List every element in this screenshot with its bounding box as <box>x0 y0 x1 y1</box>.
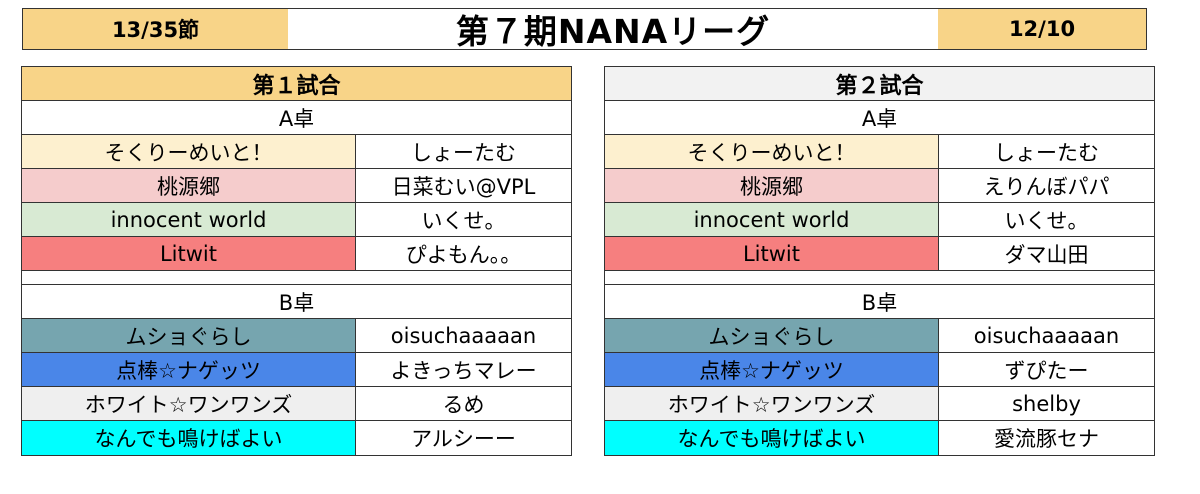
round-label: 13/35節 <box>23 9 288 49</box>
spacer-row <box>605 271 1154 285</box>
team-name: ムショぐらし <box>605 319 939 352</box>
team-name: Litwit <box>605 237 939 270</box>
table-name: B卓 <box>861 290 898 315</box>
player-name: ぴよもん。。 <box>405 242 522 267</box>
player-name: ダマ山田 <box>1004 242 1089 267</box>
match-1-table: 第１試合 A卓 そくりーめいと！ しょーたむ 桃源郷 日菜むい@VPL inno… <box>21 66 572 456</box>
table-row: 桃源郷 えりんぼパパ <box>605 169 1154 203</box>
player-name: しょーたむ <box>994 140 1099 165</box>
player-name: 愛流豚セナ <box>994 427 1099 451</box>
table-row: 桃源郷 日菜むい@VPL <box>22 169 571 203</box>
player-name: oisuchaaaaan <box>973 323 1120 348</box>
match-title: 第１試合 <box>252 73 341 99</box>
spacer-row <box>22 271 571 285</box>
team-name: Litwit <box>22 237 356 270</box>
table-row: innocent world いくせ。 <box>22 203 571 237</box>
team-name: そくりーめいと！ <box>22 135 356 168</box>
team-name: なんでも鳴けばよい <box>605 421 939 455</box>
match-2-table: 第２試合 A卓 そくりーめいと！ しょーたむ 桃源郷 えりんぼパパ innoce… <box>604 66 1155 456</box>
player-name: よきっちマレー <box>390 358 537 383</box>
table-row: 点棒☆ナゲッツ ずぴたー <box>605 353 1154 387</box>
player-name: しょーたむ <box>411 140 516 165</box>
player-name: ずぴたー <box>1004 358 1089 383</box>
player-name: oisuchaaaaan <box>390 323 537 348</box>
table-a-header: A卓 <box>605 101 1154 135</box>
table-row: そくりーめいと！ しょーたむ <box>22 135 571 169</box>
table-b-header: B卓 <box>605 285 1154 319</box>
table-row: ホワイト☆ワンワンズ るめ <box>22 387 571 421</box>
player-name: いくせ。 <box>421 208 506 233</box>
team-name: 桃源郷 <box>605 169 939 202</box>
player-name: 日菜むい@VPL <box>391 174 536 199</box>
table-row: なんでも鳴けばよい アルシーー <box>22 421 571 455</box>
player-name: shelby <box>1012 391 1081 416</box>
player-name: えりんぼパパ <box>983 174 1110 199</box>
league-title: 第７期NANAリーグ <box>455 12 771 51</box>
player-name: アルシーー <box>411 427 516 451</box>
team-name: 点棒☆ナゲッツ <box>605 353 939 386</box>
table-name: A卓 <box>861 106 898 131</box>
table-row: なんでも鳴けばよい 愛流豚セナ <box>605 421 1154 455</box>
date-label: 12/10 <box>938 9 1146 49</box>
match-title: 第２試合 <box>835 73 924 99</box>
league-header: 13/35節 第７期NANAリーグ 12/10 <box>22 8 1147 51</box>
table-row: そくりーめいと！ しょーたむ <box>605 135 1154 169</box>
team-name: 桃源郷 <box>22 169 356 202</box>
table-name: B卓 <box>278 290 315 315</box>
table-b-header: B卓 <box>22 285 571 319</box>
table-row: Litwit ダマ山田 <box>605 237 1154 271</box>
team-name: ホワイト☆ワンワンズ <box>22 387 356 420</box>
team-name: innocent world <box>22 203 356 236</box>
match-title-row: 第２試合 <box>605 67 1154 101</box>
player-name: いくせ。 <box>1004 208 1089 233</box>
team-name: innocent world <box>605 203 939 236</box>
table-row: innocent world いくせ。 <box>605 203 1154 237</box>
table-row: 点棒☆ナゲッツ よきっちマレー <box>22 353 571 387</box>
player-name: るめ <box>442 392 485 417</box>
team-name: そくりーめいと！ <box>605 135 939 168</box>
team-name: ムショぐらし <box>22 319 356 352</box>
table-row: Litwit ぴよもん。。 <box>22 237 571 271</box>
table-row: ムショぐらし oisuchaaaaan <box>605 319 1154 353</box>
match-title-row: 第１試合 <box>22 67 571 101</box>
table-row: ムショぐらし oisuchaaaaan <box>22 319 571 353</box>
team-name: なんでも鳴けばよい <box>22 421 356 455</box>
table-row: ホワイト☆ワンワンズ shelby <box>605 387 1154 421</box>
team-name: 点棒☆ナゲッツ <box>22 353 356 386</box>
table-name: A卓 <box>278 106 315 131</box>
table-a-header: A卓 <box>22 101 571 135</box>
team-name: ホワイト☆ワンワンズ <box>605 387 939 420</box>
